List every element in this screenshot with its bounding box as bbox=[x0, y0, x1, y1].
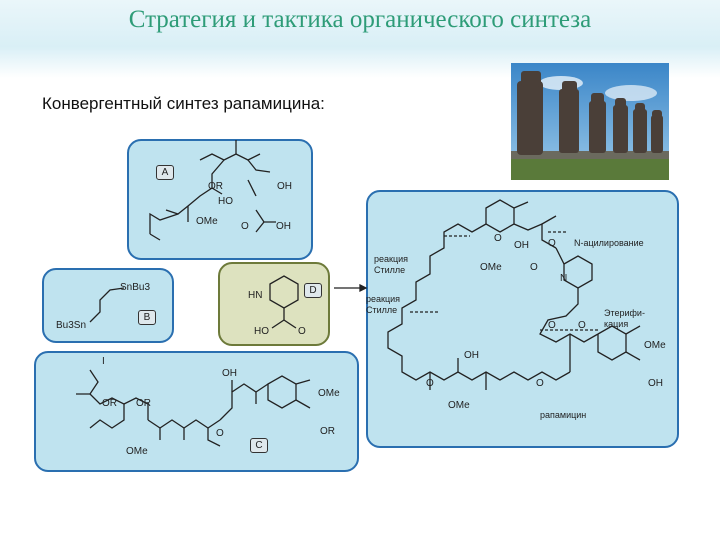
annotation-rapamycin-name: рапамицин bbox=[540, 410, 587, 420]
fragment-a-label-ome: OMe bbox=[196, 216, 218, 227]
fragment-c-box bbox=[34, 351, 359, 472]
fragment-c-label-or1: OR bbox=[102, 398, 117, 409]
rapamycin-label-oh2: OH bbox=[464, 350, 479, 361]
annotation-stille-1: реакция Стилле bbox=[374, 254, 409, 275]
rapamycin-label-o3: O bbox=[530, 262, 538, 273]
fragment-a-tag: A bbox=[156, 165, 174, 180]
rapamycin-label-o6: O bbox=[426, 378, 434, 389]
fragment-b-tag: B bbox=[138, 310, 156, 325]
annotation-esterification: Этерифи- кация bbox=[604, 308, 645, 329]
fragment-a-label-or: OR bbox=[208, 181, 223, 192]
fragment-c-label-or2: OR bbox=[136, 398, 151, 409]
rapamycin-label-o5: O bbox=[578, 320, 586, 331]
rapamycin-label-ome1: OMe bbox=[480, 262, 502, 273]
rapamycin-label-o7: O bbox=[536, 378, 544, 389]
annotation-stille-2: реакция Стилле bbox=[366, 294, 401, 315]
rapamycin-label-o2: O bbox=[548, 238, 556, 249]
fragment-b-box bbox=[42, 268, 174, 343]
rapamycin-label-n: N bbox=[560, 273, 568, 284]
moai-statues-photo bbox=[511, 63, 669, 180]
fragment-d-label-o: O bbox=[298, 326, 306, 337]
fragment-c-label-ome2: OMe bbox=[318, 388, 340, 399]
slide-title: Стратегия и тактика органического синтез… bbox=[128, 6, 592, 33]
rapamycin-label-oh1: OH bbox=[514, 240, 529, 251]
fragment-c-tag: C bbox=[250, 438, 268, 453]
fragment-b-label-bu3sn: Bu3Sn bbox=[56, 320, 87, 331]
fragment-c-label-or3: OR bbox=[320, 426, 335, 437]
fragment-a-label-oh2: OH bbox=[276, 221, 291, 232]
slide-subtitle: Конвергентный синтез рапамицина: bbox=[42, 94, 325, 113]
fragment-a-label-ho: HO bbox=[218, 196, 233, 207]
rapamycin-label-ome2: OMe bbox=[448, 400, 470, 411]
fragment-d-tag: D bbox=[304, 283, 322, 298]
fragment-c-label-i: I bbox=[102, 356, 105, 367]
fragment-c-label-o: O bbox=[216, 428, 224, 439]
fragment-d-label-ho: HO bbox=[254, 326, 269, 337]
fragment-d-box bbox=[218, 262, 330, 346]
fragment-c-label-ome1: OMe bbox=[126, 446, 148, 457]
annotation-n-acylation: N-ацилирование bbox=[574, 238, 644, 248]
fragment-a-label-oh: OH bbox=[277, 181, 292, 192]
rapamycin-label-oh3: OH bbox=[648, 378, 663, 389]
rapamycin-label-o4: O bbox=[548, 320, 556, 331]
fragment-b-label-snbu3: SnBu3 bbox=[120, 282, 151, 293]
fragment-d-label-hn: HN bbox=[248, 290, 263, 301]
rapamycin-label-o1: O bbox=[494, 233, 502, 244]
fragment-a-label-o: O bbox=[241, 221, 249, 232]
rapamycin-label-ome3: OMe bbox=[644, 340, 666, 351]
fragment-c-label-oh: OH bbox=[222, 368, 237, 379]
